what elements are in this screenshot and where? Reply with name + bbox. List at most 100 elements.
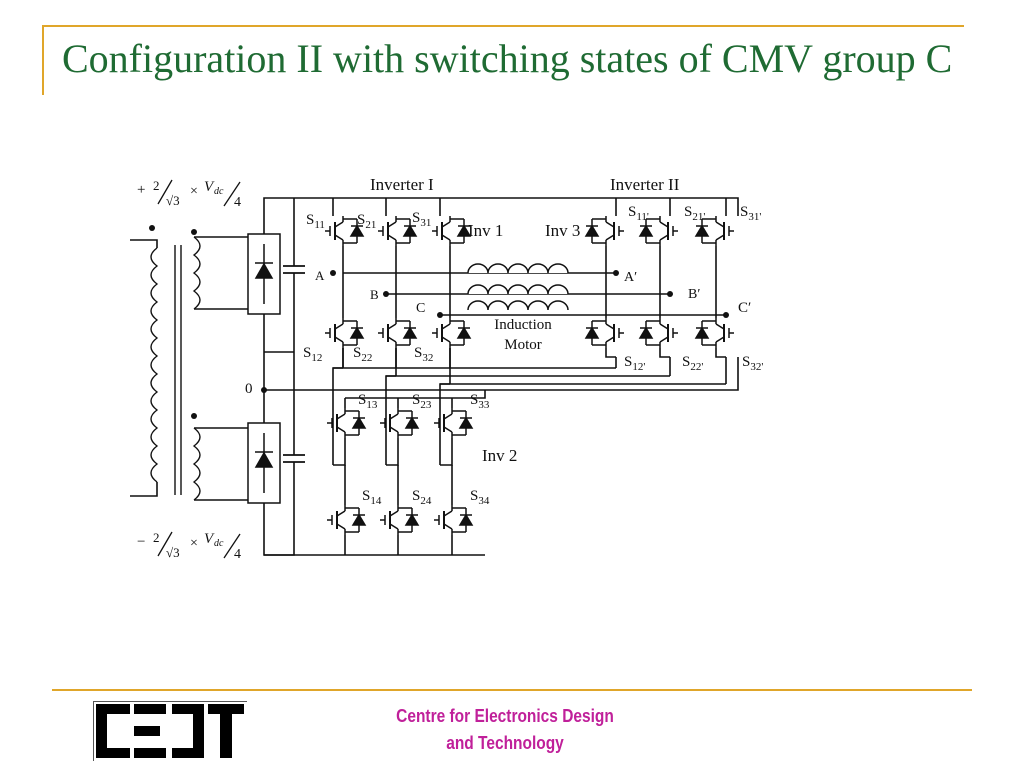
igbt-switch bbox=[432, 318, 472, 348]
igbt-switch bbox=[327, 408, 367, 438]
motor-label-line2: Motor bbox=[504, 337, 542, 353]
switch-label: S13 bbox=[358, 392, 378, 411]
inv2r-leg-bottom bbox=[605, 348, 616, 358]
switch-label: S23 bbox=[412, 392, 432, 411]
svg-text:×: × bbox=[190, 536, 198, 551]
junction-dot bbox=[330, 270, 336, 276]
node-C: C bbox=[416, 301, 425, 316]
primary-lead-bottom bbox=[130, 482, 158, 497]
rectifier-top bbox=[247, 233, 281, 315]
svg-text:dc: dc bbox=[214, 186, 224, 197]
svg-text:+: + bbox=[137, 182, 145, 198]
igbt-switch bbox=[584, 318, 624, 348]
igbt-switch bbox=[378, 216, 418, 246]
slide-title: Configuration II with switching states o… bbox=[62, 36, 953, 81]
igbt-switch bbox=[378, 318, 418, 348]
footer-rule bbox=[52, 689, 972, 691]
igbt-switch bbox=[380, 408, 420, 438]
node-zero: 0 bbox=[245, 381, 253, 397]
primary-lead-top bbox=[130, 239, 158, 248]
switch-label: S32' bbox=[742, 354, 763, 373]
transformer-secondary-coil-bottom bbox=[192, 427, 201, 501]
inverter-2-label: Inverter II bbox=[610, 175, 680, 194]
motor-winding-b bbox=[467, 284, 569, 295]
junction-dot bbox=[383, 291, 389, 297]
inv2-leg-mid bbox=[333, 438, 346, 466]
switch-label: S24 bbox=[412, 488, 432, 507]
switch-label: S12 bbox=[303, 345, 322, 364]
switch-label: S33 bbox=[470, 392, 490, 411]
igbt-switch bbox=[432, 216, 472, 246]
svg-text:2: 2 bbox=[153, 530, 160, 545]
inv2-label: Inv 2 bbox=[482, 446, 517, 465]
node-A: A bbox=[315, 268, 325, 283]
inv2-top-rail bbox=[345, 390, 486, 399]
inv2-leg-mid bbox=[440, 438, 453, 466]
junction-dot bbox=[261, 387, 267, 393]
junction-dot bbox=[667, 291, 673, 297]
title-rule-top bbox=[44, 25, 964, 27]
svg-text:4: 4 bbox=[234, 547, 241, 562]
inv2-leg-mid bbox=[386, 438, 399, 466]
junction-dot bbox=[149, 225, 155, 231]
switch-label: S22 bbox=[353, 345, 372, 364]
switch-label: S21 bbox=[357, 212, 376, 231]
svg-text:×: × bbox=[190, 184, 198, 199]
capacitor-top bbox=[283, 265, 305, 274]
junction-dot bbox=[191, 229, 197, 235]
svg-text:V: V bbox=[204, 531, 215, 547]
circuit-components bbox=[149, 216, 734, 535]
junction-dot bbox=[437, 312, 443, 318]
svg-text:√3: √3 bbox=[166, 193, 180, 208]
igbt-switch bbox=[584, 216, 624, 246]
cap-bottom-lead bbox=[263, 462, 295, 556]
inv3-label: Inv 3 bbox=[545, 221, 580, 240]
switch-label: S12' bbox=[624, 354, 645, 373]
switch-label: S14 bbox=[362, 488, 382, 507]
svg-text:2: 2 bbox=[153, 178, 160, 193]
switch-label: S32 bbox=[414, 345, 433, 364]
inverter-1-label: Inverter I bbox=[370, 175, 434, 194]
junction-dot bbox=[613, 270, 619, 276]
motor-winding-c bbox=[467, 300, 569, 311]
node-C-prime: C′ bbox=[738, 300, 751, 316]
igbt-switch bbox=[325, 216, 365, 246]
zero-bus bbox=[264, 357, 739, 391]
title-rule-left bbox=[42, 25, 44, 95]
switch-label: S11 bbox=[306, 212, 325, 231]
igbt-switch bbox=[638, 318, 678, 348]
igbt-switch bbox=[694, 216, 734, 246]
org-name: Centre for Electronics Design and Techno… bbox=[355, 703, 656, 757]
svg-text:−: − bbox=[137, 534, 145, 550]
transformer-secondary-coil-top bbox=[192, 236, 201, 310]
svg-text:dc: dc bbox=[214, 538, 224, 549]
capacitor-bottom bbox=[283, 454, 305, 463]
motor-label-line1: Induction bbox=[494, 317, 552, 333]
inv2r-leg-bottom bbox=[659, 348, 670, 358]
svg-text:√3: √3 bbox=[166, 545, 180, 560]
circuit-labels: Inverter I Inverter II Inv 1 Inv 2 Inv 3 Indu… bbox=[137, 175, 763, 562]
igbt-switch bbox=[380, 505, 420, 535]
switch-label: S31 bbox=[412, 210, 431, 229]
junction-dot bbox=[191, 413, 197, 419]
igbt-switch bbox=[694, 318, 734, 348]
node-A-prime: A′ bbox=[624, 270, 637, 285]
switch-label: S22' bbox=[682, 354, 703, 373]
cedt-logo bbox=[93, 701, 247, 761]
igbt-switch bbox=[434, 505, 474, 535]
inv1-label: Inv 1 bbox=[468, 221, 503, 240]
switch-label: S11' bbox=[628, 204, 649, 223]
igbt-switch bbox=[327, 505, 367, 535]
switch-label: S21' bbox=[684, 204, 705, 223]
inv2r-leg-bottom bbox=[715, 348, 726, 358]
switch-label: S34 bbox=[470, 488, 490, 507]
motor-winding-a bbox=[467, 263, 569, 274]
switch-label: S31' bbox=[740, 204, 761, 223]
igbt-switch bbox=[638, 216, 678, 246]
igbt-switch bbox=[325, 318, 365, 348]
svg-text:V: V bbox=[204, 179, 215, 195]
junction-dot bbox=[723, 312, 729, 318]
